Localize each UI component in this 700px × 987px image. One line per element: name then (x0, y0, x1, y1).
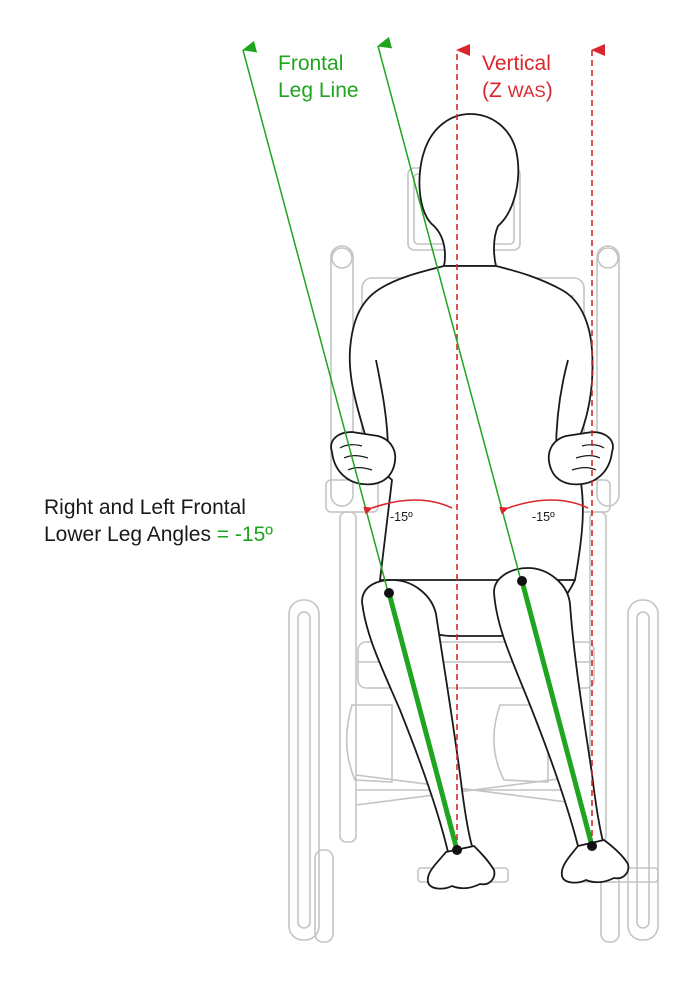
right-leg (361, 579, 475, 853)
joint-markers (384, 576, 597, 855)
angles-caption-equals: = (216, 523, 235, 546)
right-knee-point (384, 588, 394, 598)
angles-caption-line-1: Right and Left Frontal (44, 496, 246, 519)
right-foot (426, 845, 496, 890)
vertical-label-line-2: (Z WAS) (482, 77, 553, 105)
right-hand (330, 431, 397, 486)
left-leg (493, 567, 605, 847)
left-knee-point (517, 576, 527, 586)
vertical-reference-lines (456, 44, 605, 850)
right-wheel (627, 599, 659, 941)
left-caster (314, 849, 334, 943)
angles-caption-prefix: Lower Leg Angles (44, 523, 217, 546)
vertical-label-suffix: ) (545, 79, 553, 102)
frontal-label-line-2: Leg Line (278, 79, 359, 102)
vertical-label-line-1: Vertical (482, 52, 551, 75)
vertical-label-subscript: WAS (507, 82, 546, 101)
frontal-label-line-1: Frontal (278, 52, 344, 75)
angle-arcs (363, 499, 589, 515)
angles-caption-value: -15º (234, 523, 273, 546)
left-foot (560, 839, 630, 884)
frontal-leg-line-label: Frontal Leg Line (278, 50, 359, 104)
vertical-label-prefix: (Z (482, 79, 508, 102)
angles-caption-line-2: Lower Leg Angles = -15º (44, 521, 273, 548)
seat (357, 641, 595, 689)
seated-person (330, 113, 630, 890)
leg-angles-caption: Right and Left Frontal Lower Leg Angles … (44, 494, 273, 548)
left-angle-arc (499, 499, 589, 515)
left-ankle-point (587, 841, 597, 851)
vertical-label: Vertical (Z WAS) (482, 50, 553, 105)
right-angle-label: -15º (390, 510, 413, 524)
right-ankle-point (452, 845, 462, 855)
right-angle-arc (363, 499, 453, 515)
right-back-post (596, 245, 620, 507)
left-angle-label: -15º (532, 510, 555, 524)
left-hand (547, 431, 614, 486)
left-wheel (288, 599, 320, 941)
left-lower-leg-segment (519, 580, 595, 847)
right-lower-leg-segment (386, 592, 460, 851)
frontal-leg-lines (242, 36, 595, 851)
